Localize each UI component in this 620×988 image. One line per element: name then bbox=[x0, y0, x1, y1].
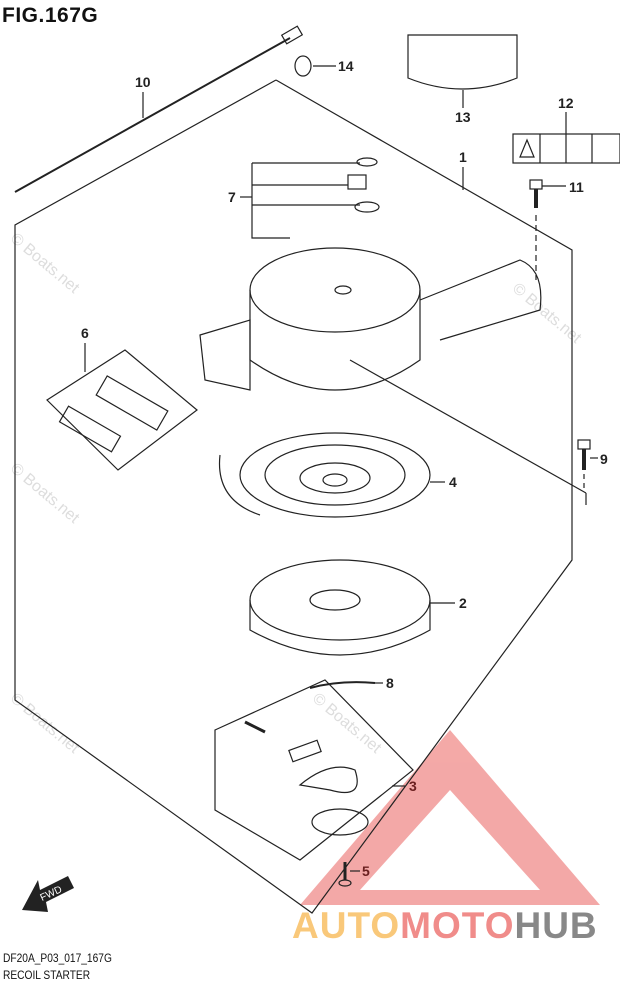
callout-5: 5 bbox=[362, 863, 370, 879]
assembly-frame bbox=[14, 79, 573, 914]
callout-9: 9 bbox=[600, 451, 608, 467]
callout-4: 4 bbox=[449, 474, 457, 490]
callout-8: 8 bbox=[386, 675, 394, 691]
reel bbox=[249, 559, 431, 641]
figure-name: RECOIL STARTER bbox=[3, 968, 91, 982]
callout-11: 11 bbox=[569, 179, 584, 195]
callout-12: 12 bbox=[558, 95, 574, 111]
fwd-label: FWD bbox=[39, 884, 64, 904]
callout-14: 14 bbox=[338, 58, 354, 74]
callout-6: 6 bbox=[81, 325, 89, 341]
automotohub-logo: AUTOMOTOHUB bbox=[292, 905, 598, 946]
callout-10: 10 bbox=[135, 74, 151, 90]
callout-1: 1 bbox=[459, 149, 467, 165]
callout-13: 13 bbox=[455, 109, 471, 125]
callout-7: 7 bbox=[228, 189, 236, 205]
logo-triangle bbox=[300, 730, 600, 905]
callout-3: 3 bbox=[409, 778, 417, 794]
figure-code: DF20A_P03_017_167G bbox=[3, 951, 112, 965]
figure-title: FIG.167G bbox=[2, 4, 99, 27]
callout-2: 2 bbox=[459, 595, 467, 611]
fwd-arrow-icon: FWD bbox=[22, 876, 74, 912]
